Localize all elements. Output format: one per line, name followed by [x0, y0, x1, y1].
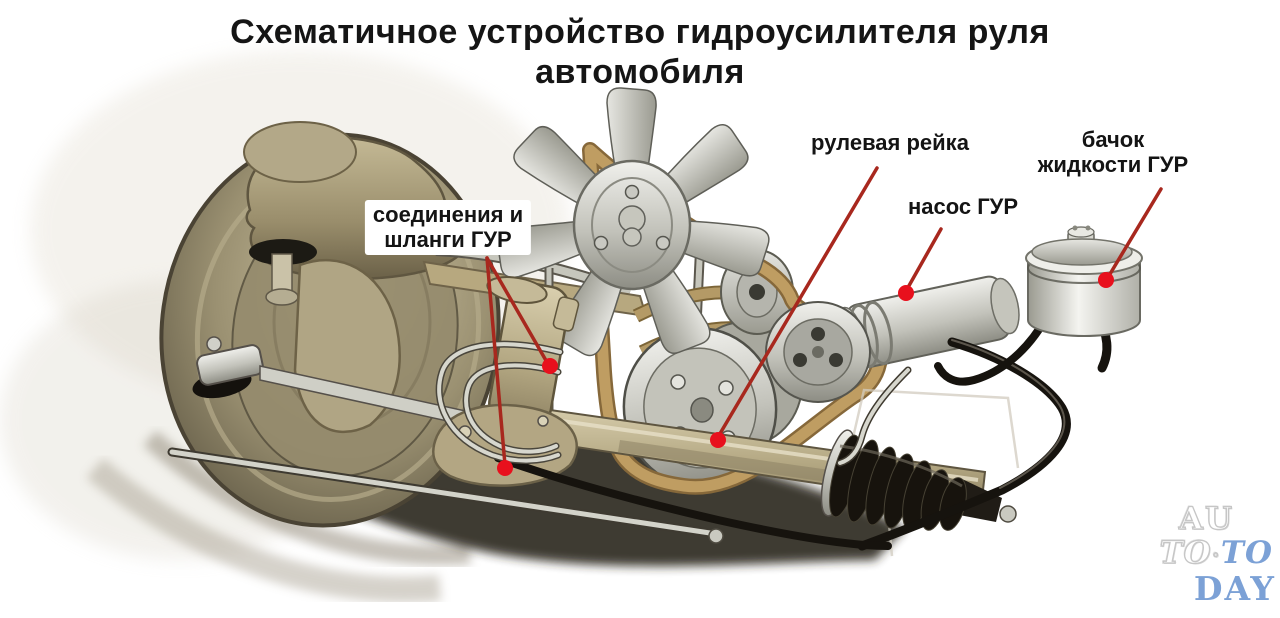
arrow-pump	[904, 227, 943, 293]
callout-dots	[497, 272, 1114, 476]
inner-tie-rod	[167, 447, 724, 544]
arrow-hoses-left	[485, 256, 507, 467]
arrow-rack	[716, 166, 879, 439]
arrow-hoses-right	[485, 256, 550, 366]
tie-rod-end	[192, 336, 264, 399]
watermark-line1: AU	[1178, 501, 1234, 537]
drive-belt	[582, 142, 889, 495]
dot-hoses-right	[542, 358, 558, 374]
pinion-housing	[432, 276, 580, 487]
watermark-line2: TO◦TO	[1159, 535, 1273, 571]
watermark-line3: DAY	[1193, 569, 1276, 608]
page-title-line2: автомобиля	[535, 53, 745, 92]
cooling-fan	[496, 87, 770, 357]
label-pump: насос ГУР	[899, 192, 1027, 222]
label-hoses-connections: соединения и шланги ГУР	[364, 200, 532, 255]
watermark-logo: AU TO◦TO DAY	[1020, 501, 1280, 608]
dot-hoses-left	[497, 460, 513, 476]
dot-rack	[710, 432, 726, 448]
page-title-line1: Схематичное устройство гидроусилителя ру…	[230, 13, 1050, 51]
arrow-reservoir	[1105, 187, 1163, 281]
dot-pump	[898, 285, 914, 301]
watermark-separator: ◦	[1211, 548, 1221, 565]
callout-arrows	[485, 166, 1163, 467]
page-title: Схематичное устройство гидроусилителя ру…	[0, 12, 1280, 92]
power-steering-pump	[765, 275, 1020, 403]
fluid-reservoir	[1025, 225, 1143, 338]
steering-pipes	[435, 340, 564, 465]
label-steering-rack: рулевая рейка	[803, 128, 977, 158]
label-reservoir: бачок жидкости ГУР	[1029, 125, 1197, 180]
dot-reservoir	[1098, 272, 1114, 288]
